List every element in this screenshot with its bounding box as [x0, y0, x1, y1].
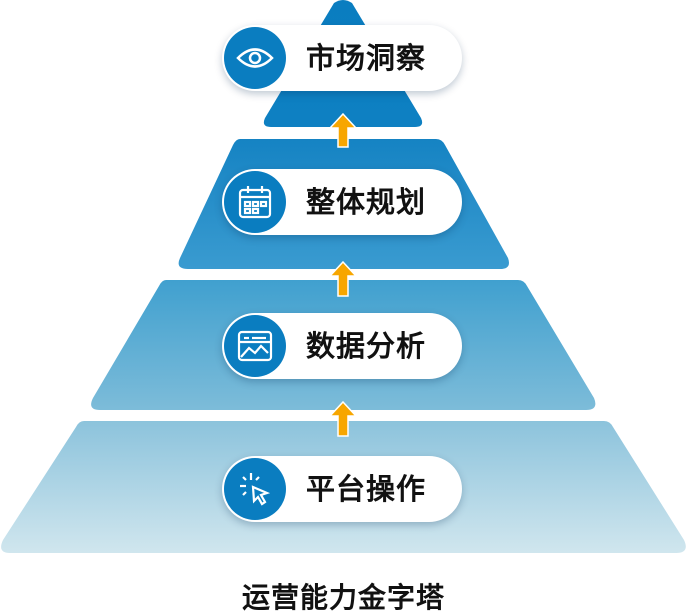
diagram-caption: 运营能力金字塔 — [241, 581, 445, 614]
cursor-click-icon — [224, 458, 286, 520]
arrow-up-icon — [328, 400, 358, 437]
chart-window-icon — [224, 315, 286, 377]
eye-icon — [224, 27, 286, 89]
arrow-up-icon — [328, 260, 358, 297]
tier-label: 整体规划 — [306, 185, 427, 219]
calendar-icon — [224, 171, 286, 233]
arrow-up-icon — [328, 112, 358, 148]
tier-pill-data-analysis: 数据分析 — [222, 313, 462, 379]
tier-pill-platform-operation: 平台操作 — [222, 456, 462, 522]
tier-label: 平台操作 — [306, 472, 427, 506]
tier-pill-overall-planning: 整体规划 — [222, 169, 462, 235]
tier-label: 数据分析 — [306, 329, 427, 363]
tier-pill-market-insight: 市场洞察 — [222, 25, 462, 91]
tier-label: 市场洞察 — [306, 41, 427, 75]
